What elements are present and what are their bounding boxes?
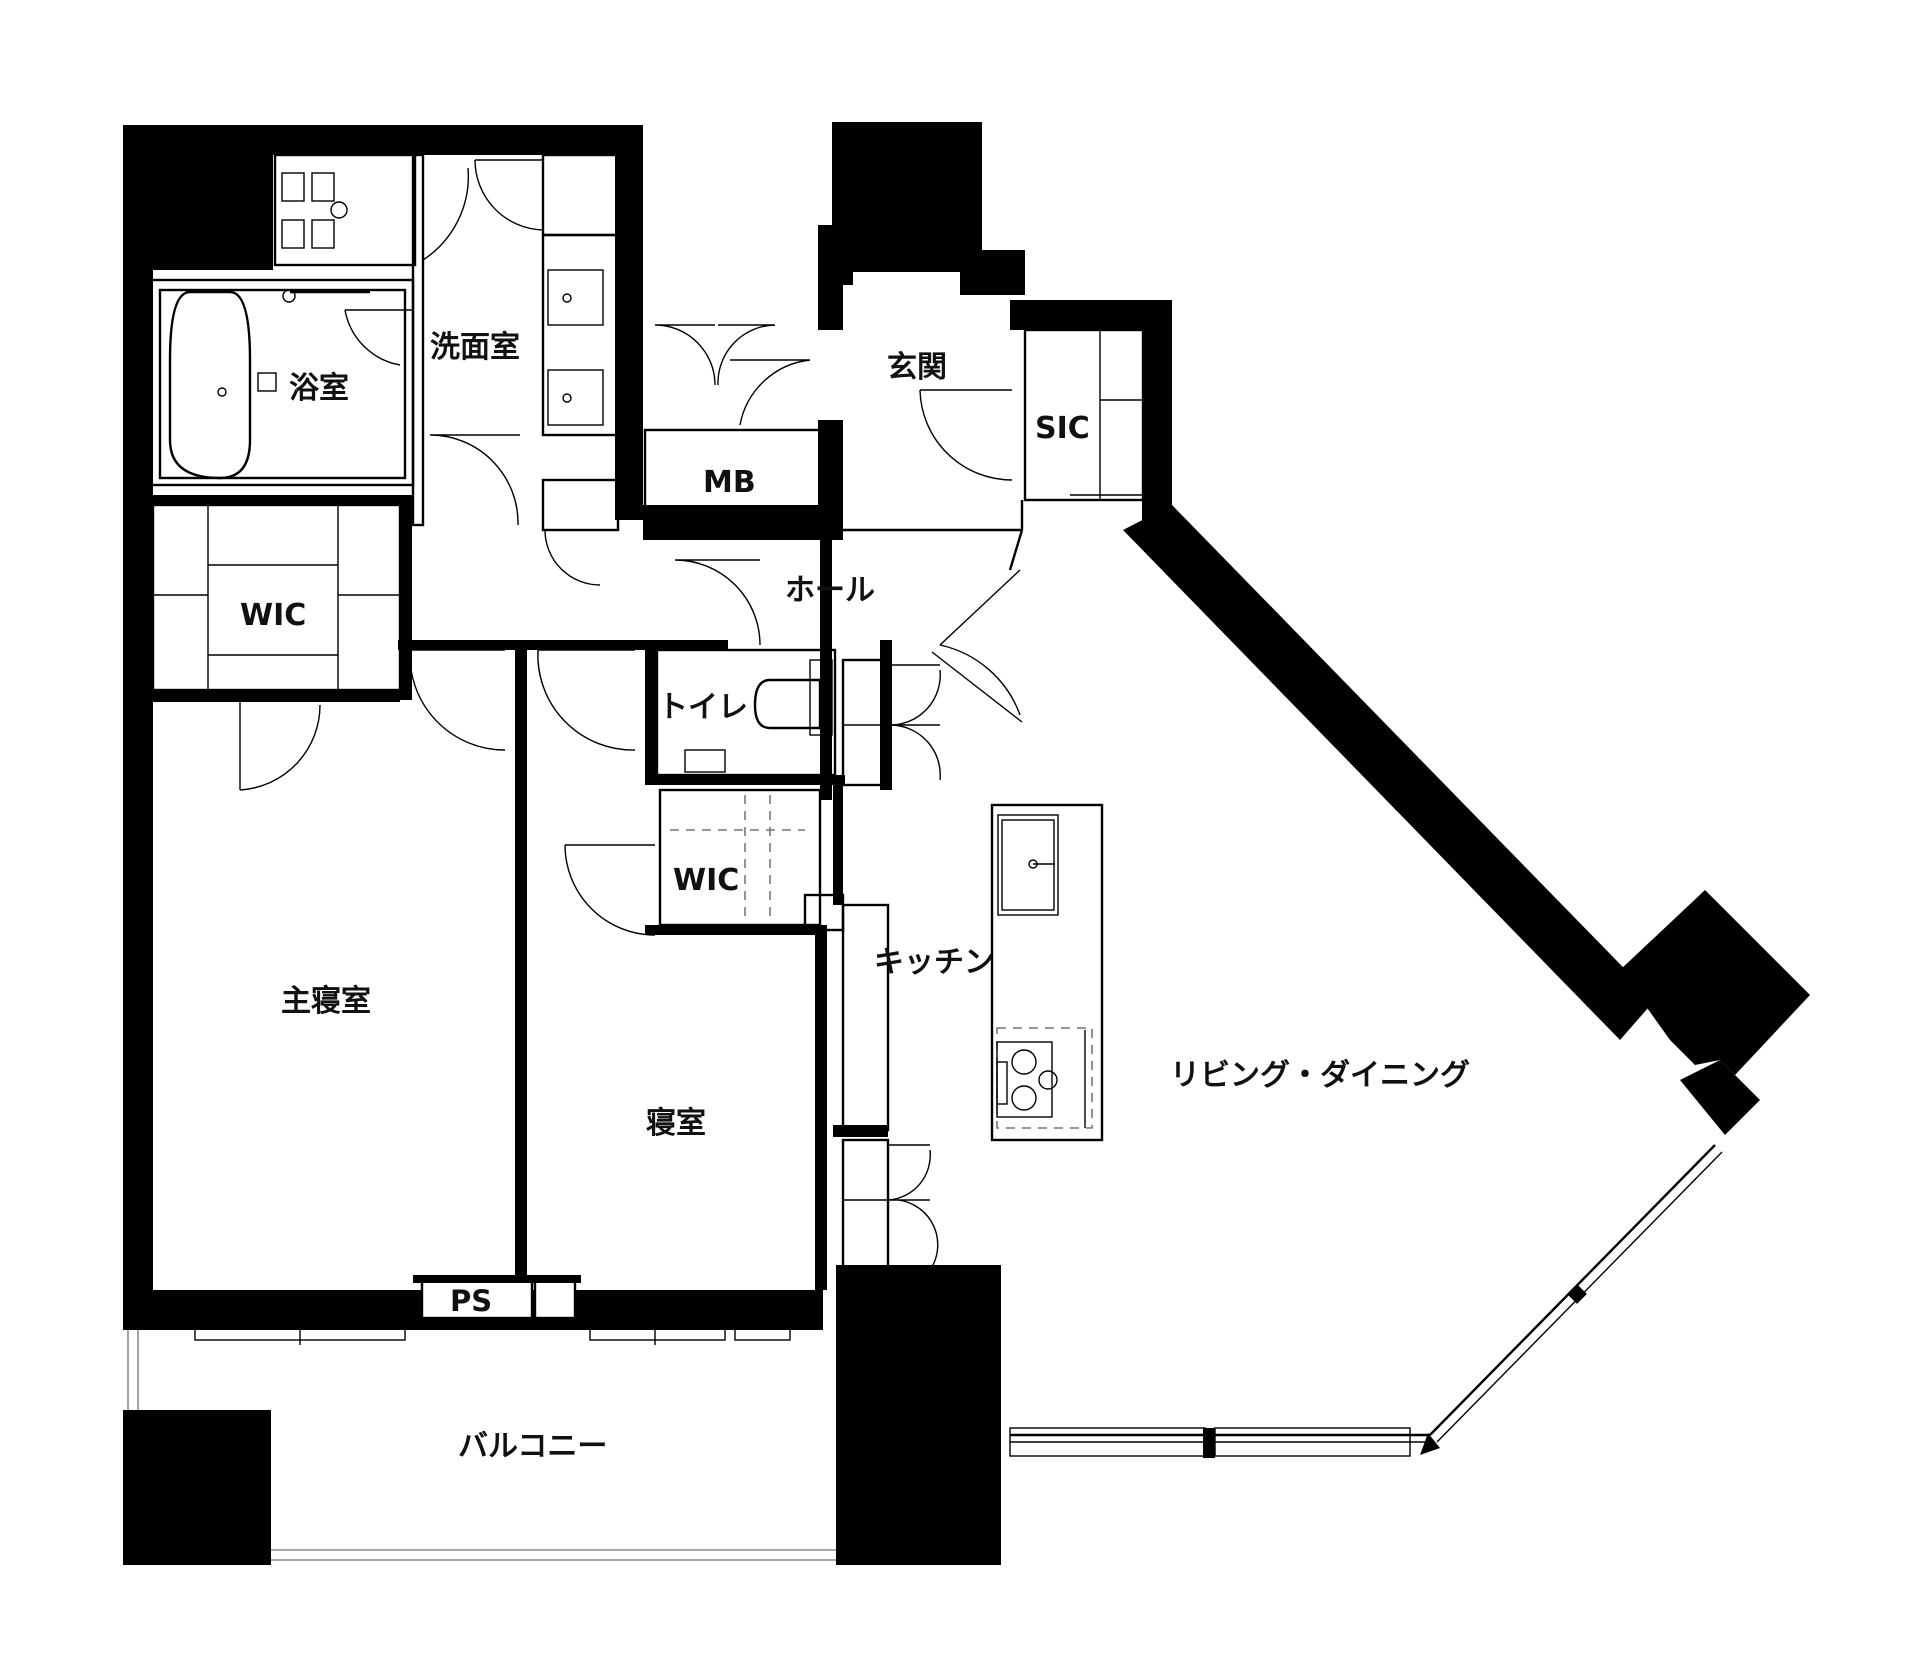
label-mb: MB [703,465,756,500]
label-washroom: 洗面室 [430,330,520,365]
partitions [127,153,1723,1561]
label-ps: PS [450,1284,492,1318]
label-bedroom: 寝室 [646,1106,706,1141]
door-swings [239,159,1023,1271]
label-master-bedroom: 主寝室 [281,984,371,1019]
label-entrance: 玄関 [887,350,947,385]
label-sic: SIC [1035,411,1090,446]
label-bath: 浴室 [289,371,349,406]
label-kitchen: キッチン [874,945,994,980]
label-toilet: トイレ [658,690,748,725]
label-balcony: バルコニー [458,1429,607,1464]
label-wic-center: WIC [673,863,739,898]
room-labels: 浴室 洗面室 玄関 SIC MB ホール WIC トイレ WIC 主寝室 寝室 … [240,330,1470,1464]
structural-walls [123,122,1810,1565]
label-living-dining: リビング・ダイニング [1170,1058,1470,1093]
label-hall: ホール [785,573,875,608]
label-wic-left: WIC [240,598,306,633]
